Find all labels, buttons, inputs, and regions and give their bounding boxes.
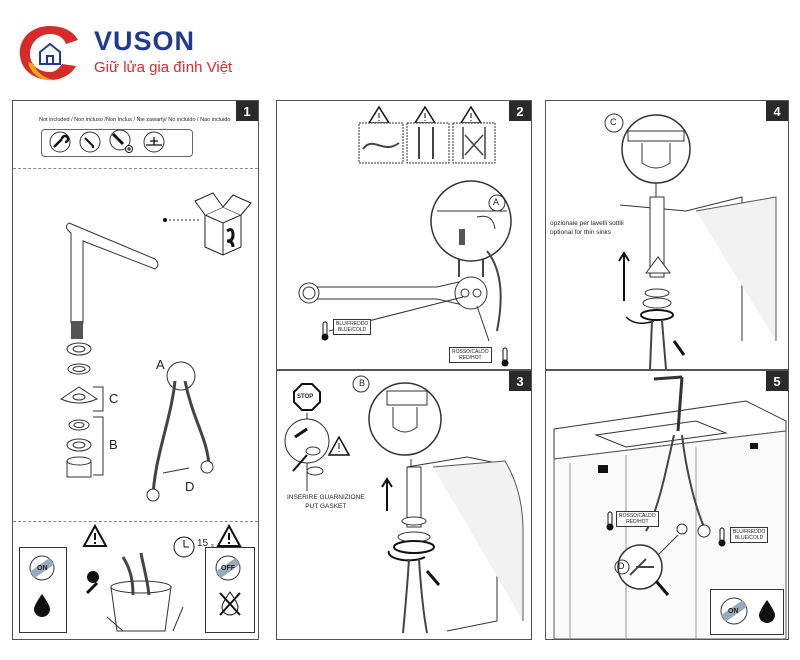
stop-label: STOP	[297, 394, 314, 400]
cold-tag-line-1: BLU/FREDDO	[733, 529, 766, 535]
hot-tag-line-2: RED/HOT	[626, 519, 649, 525]
hot-tag-line-1: ROSSO/CALDO	[619, 513, 656, 519]
step-number-4: 4	[766, 101, 788, 121]
timer-icon	[173, 536, 195, 558]
warning-icon	[82, 523, 108, 547]
thermometer-hot-icon	[501, 347, 509, 367]
faucet-base-drawing	[298, 180, 512, 342]
valve-off-icon	[215, 555, 241, 581]
brand-mark-icon	[19, 26, 78, 81]
water-drop-icon	[34, 594, 50, 617]
on-label: ON	[37, 565, 48, 572]
cold-tag-line-2: BLUE/COLD	[734, 535, 764, 541]
gasket-detail	[284, 413, 351, 491]
warning-hose-boxes	[358, 105, 496, 164]
level-icon	[143, 131, 165, 153]
divider	[13, 521, 258, 522]
hot-tag: ROSSO/CALDO RED/HOT	[616, 511, 659, 527]
step-number-3: 3	[509, 371, 531, 391]
bracket-lines	[93, 386, 104, 476]
sink-install-drawing	[381, 456, 524, 634]
hoses-drawing	[146, 361, 214, 502]
callout-c: C	[610, 117, 617, 127]
hot-tag-line-1: ROSSO/CALDO	[452, 349, 489, 355]
hot-tag: ROSSO/CALDO RED/HOT	[449, 347, 492, 363]
faucet-drawing	[65, 222, 159, 339]
step-panel-3: 3 STOP B INSERIRE GUARNIZIONE PUT GASKET	[276, 370, 532, 640]
timer-value: 15	[197, 538, 209, 549]
kitchen-counter-drawing	[553, 375, 787, 640]
off-label: OFF	[221, 565, 235, 572]
dotted-leader	[163, 218, 199, 222]
gasket-line-2: PUT GASKET	[305, 503, 347, 510]
timer-unit: s	[211, 543, 214, 549]
thin-sink-note: opzionale per lavelli sottili optional f…	[550, 219, 624, 237]
label-c: C	[109, 391, 119, 406]
detail-circle-b	[352, 375, 442, 511]
screwdriver-icon	[109, 129, 133, 153]
cold-tag-line-1: BLU/FREDDO	[336, 321, 369, 327]
stop-sign-icon	[293, 383, 321, 411]
washer-stack	[59, 342, 99, 478]
detail-circle-c	[604, 113, 691, 197]
valve-on-icon	[29, 555, 55, 581]
package-box-icon	[194, 192, 252, 256]
step-panel-1: 1 Not included / Non incluso /Non Inclus…	[12, 100, 259, 640]
step-panel-4: 4 C opzionale per lavelli sottili option…	[545, 100, 789, 370]
thermometer-hot-icon	[606, 511, 614, 531]
valve-on-box	[19, 547, 67, 633]
callout-b: B	[359, 378, 366, 388]
step-panel-2: 2 A BLU/FREDDO BLUE/COLD ROSSO/C	[276, 100, 532, 370]
cold-tag: BLU/FREDDO BLUE/COLD	[333, 319, 372, 335]
callout-a: A	[493, 197, 500, 207]
brand-logo: VUSON Giữ lửa gia đình Việt	[14, 22, 274, 82]
cold-tag-line-2: BLUE/COLD	[337, 327, 367, 333]
label-b: B	[109, 437, 118, 452]
on-label: ON	[728, 608, 739, 615]
water-drop-icon	[759, 600, 775, 623]
step-number-5: 5	[766, 371, 788, 391]
hex-key-icon	[79, 131, 101, 153]
no-water-icon	[219, 591, 241, 616]
thin-sink-note-line-1: opzionale per lavelli sottili	[550, 220, 624, 227]
warning-icon	[216, 523, 242, 547]
label-d: D	[185, 479, 195, 494]
step-panel-5: 5 ROSSO/CALDO RED/HOT BLU/FREDDO BLUE/CO…	[545, 370, 789, 640]
step-number-2: 2	[509, 101, 531, 121]
wrench-icon	[49, 131, 71, 153]
gasket-line-1: INSERIRE GUARNIZIONE	[287, 494, 365, 501]
label-a: A	[156, 357, 165, 372]
hot-tag-line-2: RED/HOT	[459, 355, 482, 361]
gasket-instruction: INSERIRE GUARNIZIONE PUT GASKET	[287, 493, 365, 511]
brand-tagline: Giữ lửa gia đình Việt	[94, 59, 233, 76]
not-included-note: Not included / Non incluso /Non Inclus /…	[39, 117, 231, 123]
valve-off-box	[205, 547, 255, 633]
bucket-flush-drawing	[85, 552, 184, 632]
valve-on-icon	[720, 597, 748, 625]
thin-sink-note-line-2: optional for thin sinks	[550, 229, 612, 236]
divider	[13, 168, 258, 169]
step-number-1: 1	[236, 101, 258, 121]
thermometer-cold-icon	[718, 527, 726, 547]
thin-sink-drawing	[618, 196, 777, 370]
callout-d: D	[618, 561, 625, 571]
cold-tag: BLU/FREDDO BLUE/COLD	[730, 527, 769, 543]
tools-box	[41, 129, 193, 157]
brand-name: VUSON	[94, 26, 196, 56]
thermometer-cold-icon	[321, 321, 329, 341]
